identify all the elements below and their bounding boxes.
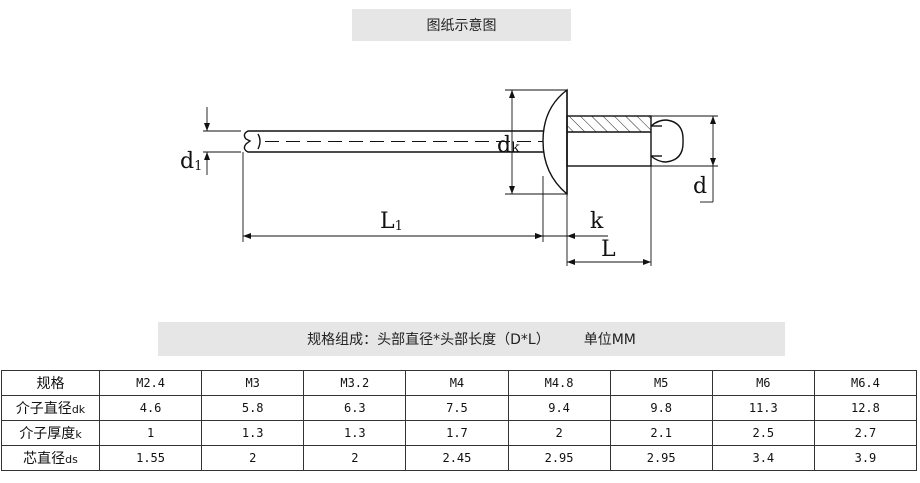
table-cell: 7.5	[405, 395, 509, 421]
dimension-lines	[203, 89, 718, 266]
spec-banner-unit: 单位MM	[583, 332, 636, 348]
label-dk: dk	[497, 133, 520, 158]
mandrel-tip	[243, 130, 258, 153]
label-L1: L1	[380, 209, 403, 234]
row-label-suffix: dk	[71, 403, 86, 416]
row-label-suffix: ds	[65, 453, 78, 466]
rivet-head	[542, 88, 568, 196]
table-cell: 9.4	[507, 395, 611, 421]
table-cell: M3.2	[303, 370, 407, 396]
row-label-text: 规格	[36, 376, 65, 392]
table-cell: 4.6	[98, 395, 203, 421]
table-cell: M6.4	[813, 370, 918, 396]
table-cell: 9.8	[609, 395, 713, 421]
spec-banner: 规格组成：头部直径*头部长度（D*L） 单位MM	[158, 322, 785, 356]
arrowheads	[204, 90, 716, 265]
table-cell: 12.8	[813, 395, 918, 421]
table-cell: M2.4	[98, 370, 203, 396]
rivet-body-hatch	[567, 116, 651, 132]
row-label: 规格	[1, 370, 100, 396]
label-k: k	[590, 209, 604, 234]
table-cell: 3.4	[711, 445, 815, 471]
table-cell: 1.3	[303, 420, 407, 446]
table-cell: M3	[201, 370, 305, 396]
table-cell: 5.8	[201, 395, 305, 421]
table-cell: 1.7	[405, 420, 509, 446]
table-cell: 2	[303, 445, 407, 471]
table-cell: 3.9	[813, 445, 918, 471]
table-cell: 2.45	[405, 445, 509, 471]
label-L: L	[601, 237, 616, 262]
table-cell: M6	[711, 370, 815, 396]
table-cell: 11.3	[711, 395, 815, 421]
title-banner: 图纸示意图	[352, 9, 571, 41]
label-d1: d1	[180, 149, 202, 174]
table-cell: 1	[98, 420, 203, 446]
label-d: d	[693, 174, 707, 199]
row-label-text: 介子厚度	[19, 426, 76, 442]
row-label-text: 介子直径	[15, 401, 72, 417]
table-cell: 2.1	[609, 420, 713, 446]
title-banner-text: 图纸示意图	[426, 18, 497, 34]
rivet-body	[566, 115, 652, 167]
table-cell: 2	[201, 445, 305, 471]
table-cell: 2	[507, 420, 611, 446]
table-cell: 2.95	[507, 445, 611, 471]
table-cell: M4.8	[507, 370, 611, 396]
row-label: 介子厚度k	[1, 420, 100, 446]
table-cell: 2.5	[711, 420, 815, 446]
mandrel-tip-notch	[257, 133, 261, 150]
row-label-suffix: k	[75, 428, 82, 441]
row-label: 芯直径ds	[1, 445, 100, 471]
table-cell: 6.3	[303, 395, 407, 421]
rivet-drawing: d1 dk d L1 k L	[180, 88, 718, 266]
table-cell: 1.3	[201, 420, 305, 446]
row-label: 介子直径dk	[1, 395, 100, 421]
mandrel-head	[650, 119, 684, 163]
table-cell: 1.55	[98, 445, 203, 471]
table-cell: M4	[405, 370, 509, 396]
mandrel-shaft	[258, 130, 552, 153]
table-cell: M5	[609, 370, 713, 396]
table-cell: 2.7	[813, 420, 918, 446]
row-label-text: 芯直径	[23, 451, 66, 467]
spec-banner-text: 规格组成：头部直径*头部长度（D*L）	[307, 332, 550, 348]
table-cell: 2.95	[609, 445, 713, 471]
